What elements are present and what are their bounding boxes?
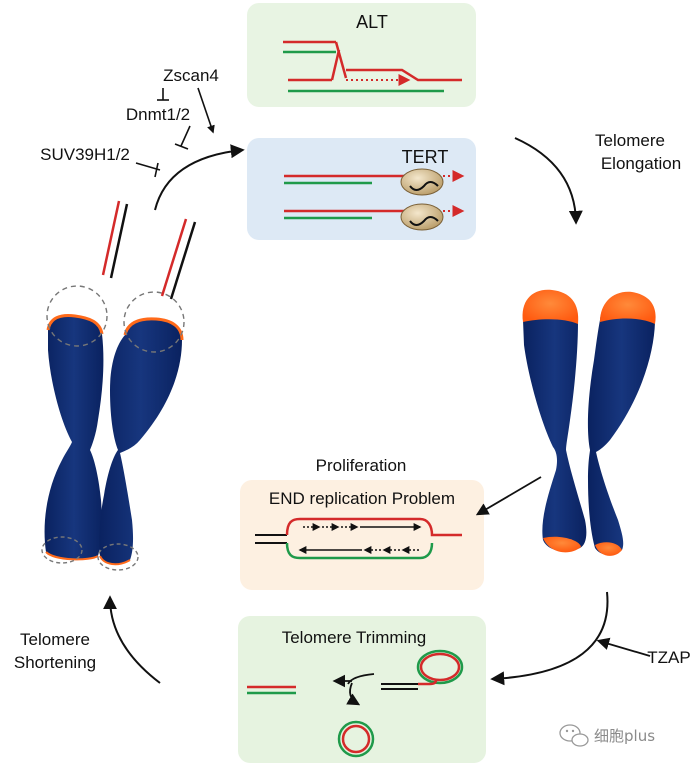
shortening-label-line1: Telomere [20,630,90,649]
end-replication-panel: END replication Problem [240,480,484,590]
end-replication-label: END replication Problem [269,489,455,508]
tert-enzyme-icon [400,168,444,196]
elongated-telomere-chromosome [522,289,656,556]
watermark-text: 细胞plus [594,727,655,745]
short-telomere-chromosome [41,200,197,571]
tert-panel: TERT [247,138,476,240]
shortening-label-line2: Shortening [14,653,96,672]
tzap-arrow [596,637,651,657]
zscan4-label: Zscan4 [163,66,219,85]
trimming-label: Telomere Trimming [282,628,427,647]
trimming-arrow [490,591,609,686]
suv-label: SUV39H1/2 [40,145,130,164]
tzap-label: TZAP [647,648,690,667]
tert-label: TERT [402,147,449,167]
elongation-label-line2: Elongation [601,154,681,173]
regulators: Zscan4 Dnmt1/2 SUV39H1/2 [40,66,245,211]
wechat-logo-icon [559,724,589,747]
watermark: 细胞plus [559,724,655,747]
proliferation-label: Proliferation [316,456,407,475]
alt-panel: ALT [247,3,476,107]
tert-enzyme-icon [400,203,444,231]
proliferation-arrow [475,476,542,516]
elongation-arrow [514,137,583,225]
alt-label: ALT [356,12,388,32]
telomere-trimming-panel: Telomere Trimming [238,616,486,763]
elongation-label-line1: Telomere [595,131,665,150]
dnmt-label: Dnmt1/2 [126,105,190,124]
shortening-arrow [103,595,161,684]
